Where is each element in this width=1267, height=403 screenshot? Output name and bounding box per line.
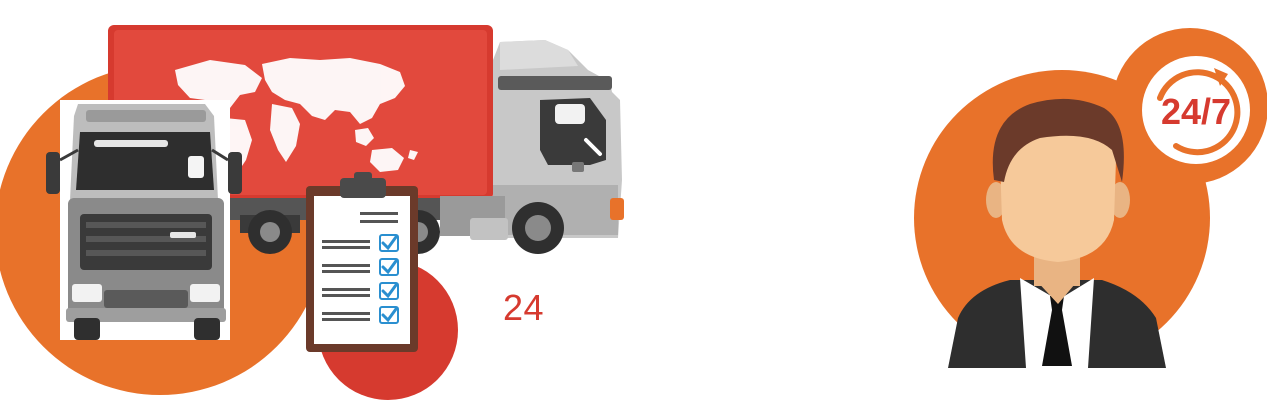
- truck-caption-text: 24: [503, 287, 545, 328]
- support-agent-icon: [948, 98, 1166, 368]
- badge-24-7-text: 24/7: [1161, 91, 1231, 132]
- 24-7-cycle-icon: 24/7: [1142, 56, 1250, 164]
- checklist-clipboard-icon: [306, 172, 418, 352]
- cargo-truck-icon: [46, 25, 624, 340]
